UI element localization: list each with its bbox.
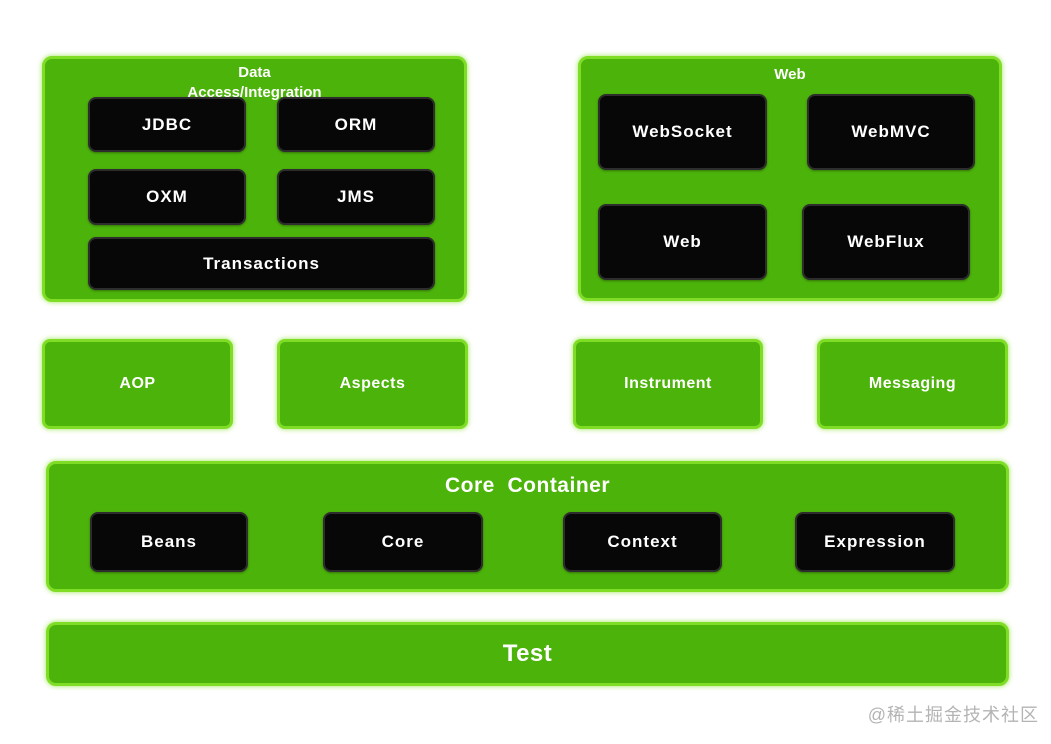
panel-web: Web WebSocket WebMVC Web WebFlux <box>578 56 1002 301</box>
module-orm: ORM <box>277 97 435 152</box>
module-webmvc-label: WebMVC <box>851 122 931 141</box>
module-web-label: Web <box>663 232 702 251</box>
module-jms: JMS <box>277 169 435 225</box>
module-core: Core <box>323 512 483 572</box>
watermark: @稀土掘金技术社区 <box>867 705 1039 725</box>
module-expression: Expression <box>795 512 955 572</box>
box-messaging: Messaging <box>817 339 1008 429</box>
module-webmvc: WebMVC <box>807 94 975 170</box>
module-beans-label: Beans <box>140 532 198 551</box>
box-aspects-label: Aspects <box>339 375 406 392</box>
module-context: Context <box>563 512 722 572</box>
panel-title-core-container: Core Container <box>444 474 611 497</box>
module-jdbc-label: JDBC <box>141 114 193 134</box>
box-instrument: Instrument <box>573 339 763 429</box>
module-transactions: Transactions <box>88 237 435 290</box>
panel-data-access-integration: Data Access/Integration JDBC ORM OXM JMS… <box>42 56 467 302</box>
box-aop: AOP <box>42 339 233 429</box>
module-jms-label: JMS <box>337 187 375 206</box>
box-messaging-label: Messaging <box>868 375 957 392</box>
module-expression-label: Expression <box>824 532 926 551</box>
module-oxm-label: OXM <box>146 187 188 206</box>
module-web: Web <box>598 204 767 280</box>
module-beans: Beans <box>90 512 248 572</box>
box-aspects: Aspects <box>277 339 468 429</box>
module-webflux-label: WebFlux <box>847 232 925 251</box>
module-websocket-label: WebSocket <box>632 122 733 141</box>
module-context-label: Context <box>607 532 678 551</box>
module-orm-label: ORM <box>334 114 378 134</box>
panel-test: Test <box>46 622 1009 686</box>
module-webflux: WebFlux <box>802 204 970 280</box>
module-transactions-label: Transactions <box>203 253 320 273</box>
module-websocket: WebSocket <box>598 94 767 170</box>
module-core-label: Core <box>381 532 425 551</box>
box-instrument-label: Instrument <box>624 375 712 392</box>
box-aop-label: AOP <box>119 375 156 392</box>
panel-core-container: Core Container Beans Core Context Expres… <box>46 461 1009 592</box>
panel-title-web: Web <box>774 66 806 83</box>
panel-title-test: Test <box>502 639 553 667</box>
module-oxm: OXM <box>88 169 246 225</box>
module-jdbc: JDBC <box>88 97 246 152</box>
